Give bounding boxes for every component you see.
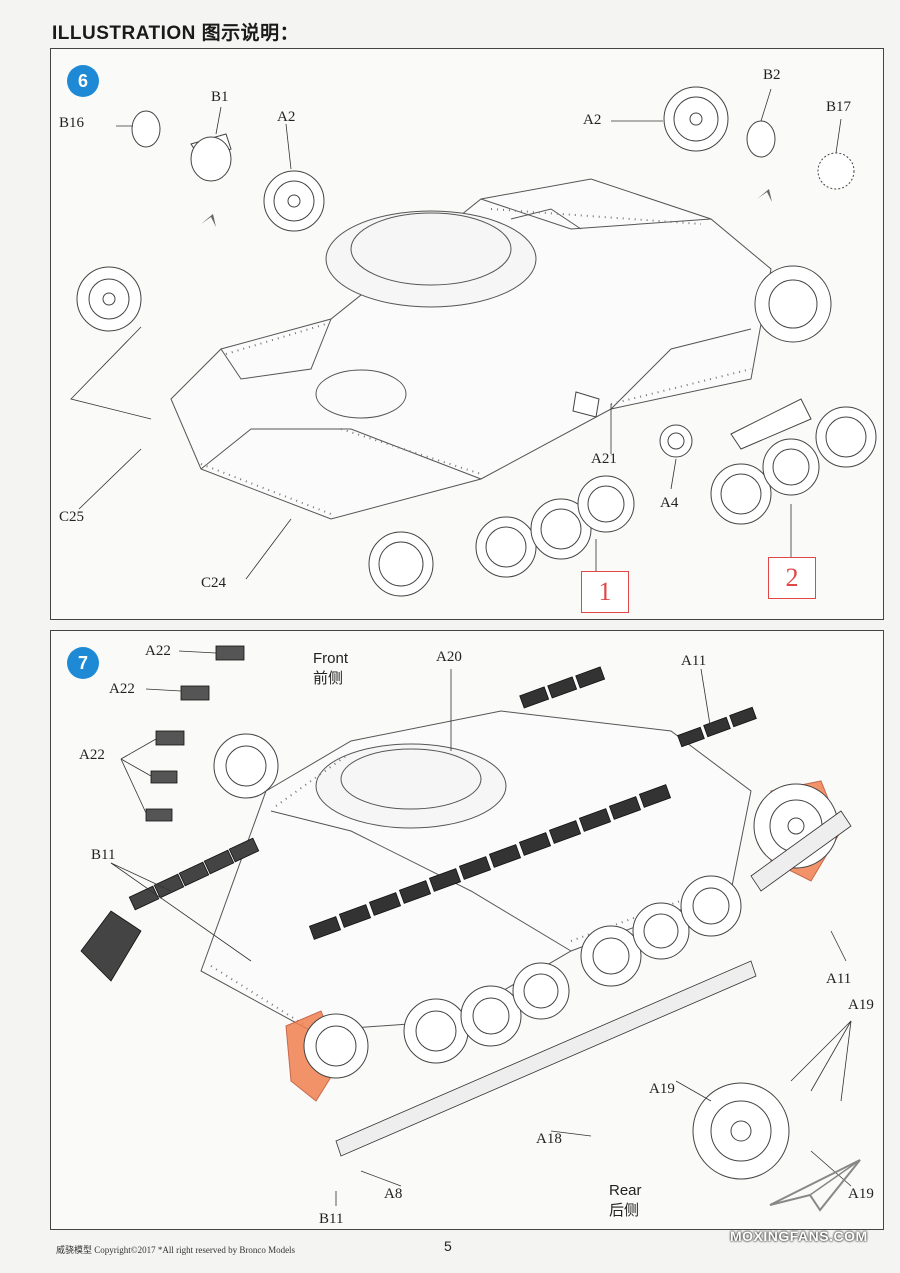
label-b11-left: B11 bbox=[91, 847, 116, 863]
front-label: Front 前侧 bbox=[313, 650, 349, 687]
step-7-panel: 7 bbox=[50, 630, 884, 1230]
label-a22-mid: A22 bbox=[109, 681, 135, 697]
label-b17: B17 bbox=[826, 99, 852, 115]
label-a19-top: A19 bbox=[848, 997, 874, 1013]
label-c24: C24 bbox=[201, 575, 227, 591]
watermark-text: MOXINGFANS.COM bbox=[730, 1228, 868, 1244]
label-a2-right: A2 bbox=[583, 112, 602, 128]
label-a11-top: A11 bbox=[681, 653, 707, 669]
sub-assembly-1: 1 bbox=[581, 571, 629, 613]
label-a8: A8 bbox=[384, 1186, 403, 1202]
label-b2: B2 bbox=[763, 67, 781, 83]
label-a19-bottom: A19 bbox=[848, 1186, 874, 1202]
copyright-footer: 威骁模型 Copyright©2017 *All right reserved … bbox=[56, 1245, 296, 1255]
step-6-drawing bbox=[70, 86, 877, 597]
label-a18: A18 bbox=[536, 1131, 562, 1147]
label-b1: B1 bbox=[211, 89, 229, 105]
rear-label: Rear 后侧 bbox=[609, 1182, 642, 1219]
sub-assembly-2: 2 bbox=[768, 557, 816, 599]
label-b16: B16 bbox=[59, 115, 85, 131]
step-7-badge: 7 bbox=[67, 647, 99, 679]
label-a19-mid: A19 bbox=[649, 1081, 675, 1097]
label-a2-left: A2 bbox=[277, 109, 296, 125]
page-title: ILLUSTRATION 图示说明： bbox=[52, 23, 300, 44]
watermark-logo-icon bbox=[769, 1159, 861, 1212]
label-a22-top: A22 bbox=[145, 643, 171, 659]
label-a22-low: A22 bbox=[79, 747, 105, 763]
label-b11-bottom: B11 bbox=[319, 1211, 344, 1227]
page-number: 5 bbox=[444, 1238, 452, 1254]
step-7-drawing bbox=[80, 645, 852, 1206]
label-a11-right: A11 bbox=[826, 971, 852, 987]
step-6-panel: 6 bbox=[50, 48, 884, 620]
label-a21: A21 bbox=[591, 451, 617, 467]
label-c25: C25 bbox=[59, 509, 85, 525]
label-a4: A4 bbox=[660, 495, 679, 511]
step-6-badge: 6 bbox=[67, 65, 99, 97]
label-a20: A20 bbox=[436, 649, 462, 665]
